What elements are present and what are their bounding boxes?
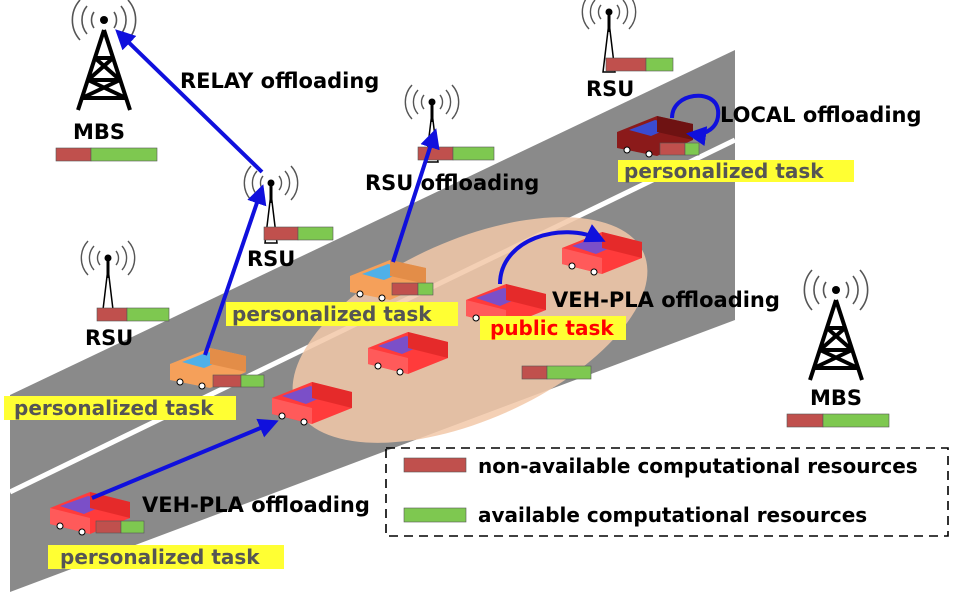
highlight-personalized-bottom bbox=[48, 545, 284, 569]
legend-swatch-available bbox=[403, 507, 467, 523]
label-veh-pla-lower: VEH-PLA offloading bbox=[142, 493, 370, 517]
label-rsu-offloading: RSU offloading bbox=[365, 171, 539, 195]
task-personalized-left: personalized task bbox=[14, 396, 214, 420]
legend: non-available computational resources av… bbox=[385, 447, 949, 537]
label-rsu-middle: RSU bbox=[247, 247, 295, 271]
highlight-public bbox=[480, 316, 626, 340]
arrow-rsu-offloading bbox=[391, 128, 440, 263]
rsu-left-icon bbox=[79, 239, 137, 320]
label-rsu-left: RSU bbox=[85, 326, 133, 350]
label-local-offloading: LOCAL offloading bbox=[720, 103, 922, 127]
highlight-personalized-left bbox=[4, 396, 236, 420]
label-mbs-right: MBS bbox=[810, 386, 862, 410]
arrow-local-offloading bbox=[670, 93, 721, 147]
legend-label-non-available: non-available computational resources bbox=[478, 454, 918, 478]
label-mbs-left: MBS bbox=[73, 120, 125, 144]
resource-bar-mbs-right bbox=[786, 413, 890, 428]
resource-bar-car-left bbox=[212, 374, 265, 388]
arrow-veh-pla-upper bbox=[498, 224, 606, 285]
legend-frame bbox=[385, 447, 949, 537]
arrow-relay-offloading bbox=[115, 29, 264, 174]
task-personalized-middle: personalized task bbox=[232, 302, 432, 326]
label-veh-pla-upper: VEH-PLA offloading bbox=[552, 288, 780, 312]
task-personalized-bottom: personalized task bbox=[60, 545, 260, 569]
task-personalized-top-right: personalized task bbox=[624, 159, 824, 183]
highlight-personalized-top-right bbox=[618, 160, 854, 182]
label-relay-offloading: RELAY offloading bbox=[180, 69, 379, 93]
resource-bar-rsu-top-right bbox=[605, 57, 674, 72]
vehicle-platoon-cluster bbox=[292, 217, 648, 443]
mbs-tower-right-icon bbox=[802, 268, 870, 382]
highlight-personalized-middle bbox=[226, 302, 458, 326]
resource-bar-rsu-left bbox=[96, 307, 170, 322]
legend-label-available: available computational resources bbox=[478, 503, 867, 527]
resource-bar-platoon bbox=[521, 365, 592, 380]
task-public: public task bbox=[490, 316, 614, 340]
resource-bar-car-top-right bbox=[659, 142, 700, 156]
legend-swatch-non-available bbox=[403, 457, 467, 473]
arrow-veh-pla-lower bbox=[91, 418, 279, 500]
mbs-tower-left-icon bbox=[70, 0, 138, 112]
label-rsu-top-right: RSU bbox=[586, 77, 634, 101]
resource-bar-car-middle bbox=[391, 282, 434, 296]
resource-bar-rsu-middle bbox=[263, 226, 334, 241]
resource-bar-car-bottom bbox=[95, 520, 145, 534]
resource-bar-mbs-left bbox=[55, 147, 158, 162]
arrow-relay-to-rsu bbox=[203, 184, 267, 356]
